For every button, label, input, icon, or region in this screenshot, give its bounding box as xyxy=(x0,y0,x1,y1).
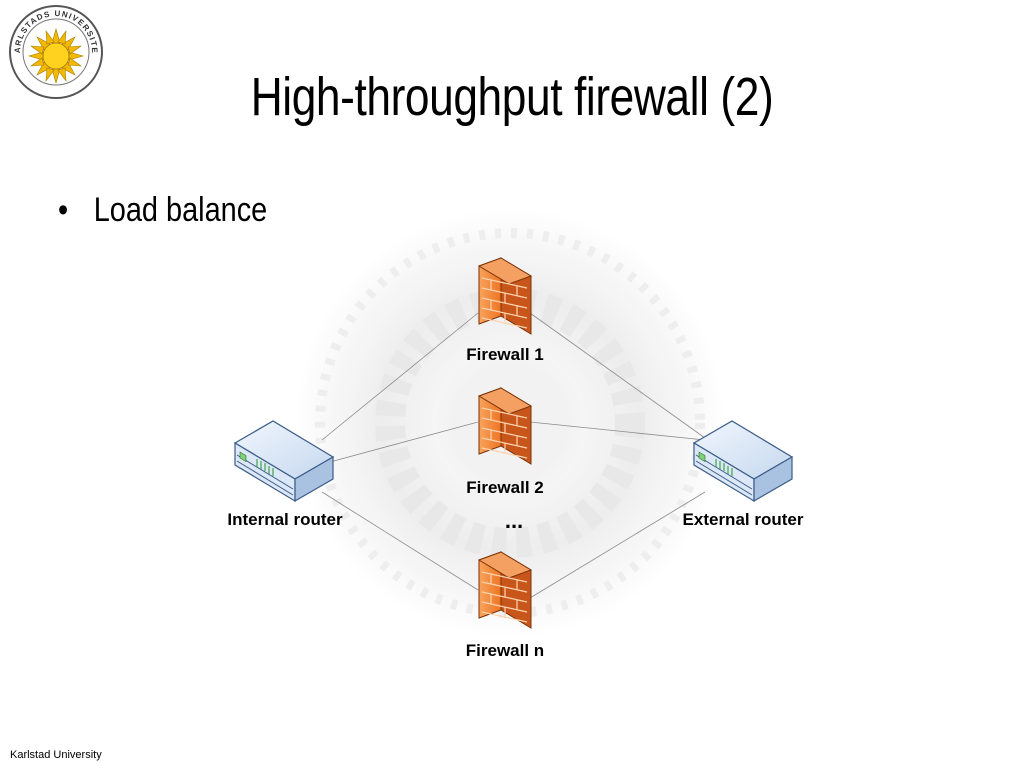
ellipsis-label: ... xyxy=(504,508,524,533)
bullet-text: Load balance xyxy=(93,191,268,229)
link-external-fw2 xyxy=(529,421,706,441)
bullet-dot: • xyxy=(58,191,69,229)
slide-title: High-throughput firewall (2) xyxy=(250,67,774,127)
firewall-1-label: Firewall 1 xyxy=(466,345,544,364)
link-external-fwn xyxy=(529,491,706,599)
internal-router-label: Internal router xyxy=(227,510,343,529)
link-internal-fw2 xyxy=(329,421,479,463)
bullet-item: • Load balance xyxy=(58,188,267,232)
university-logo: KARLSTADS UNIVERSITET xyxy=(8,4,103,99)
firewall-2-label: Firewall 2 xyxy=(466,478,544,497)
footer-text: Karlstad University xyxy=(10,749,102,761)
link-external-fw1 xyxy=(529,312,706,439)
firewall-n-label: Firewall n xyxy=(465,641,545,660)
link-internal-fw1 xyxy=(321,312,479,441)
link-internal-fwn xyxy=(321,491,479,591)
connection-lines xyxy=(321,312,706,599)
sun-icon xyxy=(27,27,85,85)
external-router-label: External router xyxy=(682,510,804,529)
